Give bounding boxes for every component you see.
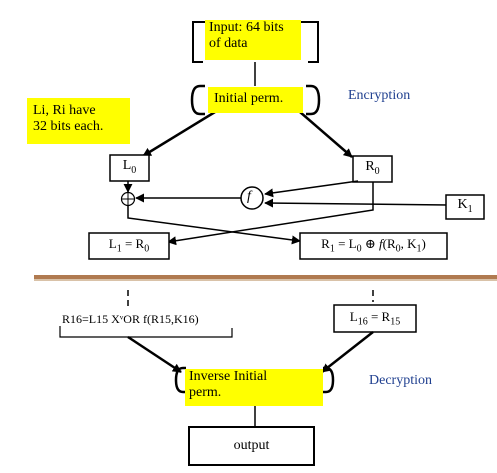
r1-box [299,232,448,260]
arrow-r0-to-f [264,180,359,198]
l1-equation: L1 = R0 [108,236,150,255]
decryption-label: Decryption [369,373,432,388]
f-circle [240,186,264,210]
l16-equation: L16 = R15 [349,309,401,328]
l16-box [333,304,417,333]
arrow-k1-to-f [264,198,449,208]
divider-bar [34,275,497,279]
arrow-r0-to-l1 [167,182,374,246]
arrow-r16-to-inverse [127,335,182,374]
r0-box [352,155,393,183]
r16-formula: R16=L15 XᵛOR f(R15,K16) [62,312,199,326]
output-label: output [233,438,270,453]
output-box [188,426,315,466]
inverse-perm-label: Inverse Initial perm. [185,369,323,406]
input-label: Input: 64 bits of data [205,20,301,60]
l0-label: L0 [122,158,137,176]
arrow-perm-to-r0 [299,111,353,158]
arrow-l16-to-inverse [321,331,374,373]
initial-perm-frame [190,84,321,116]
l0-box [109,154,150,182]
arrow-perm-to-l0 [142,110,216,158]
bit-size-note: Li, Ri have 32 bits each. [27,98,130,144]
r16-bracket [59,326,233,338]
l1-box [88,232,170,260]
f-symbol: f [247,189,251,204]
encryption-label: Encryption [348,88,411,103]
r0-label: R0 [365,159,380,177]
k1-label: K1 [457,197,473,215]
initial-perm-label: Initial perm. [208,87,303,113]
inverse-perm-frame [174,366,335,394]
r1-equation: R1 = L0 ⊕ f(R0, K1) [321,236,426,255]
arrow-xor-to-r1 [127,206,301,245]
k1-box [445,194,485,220]
